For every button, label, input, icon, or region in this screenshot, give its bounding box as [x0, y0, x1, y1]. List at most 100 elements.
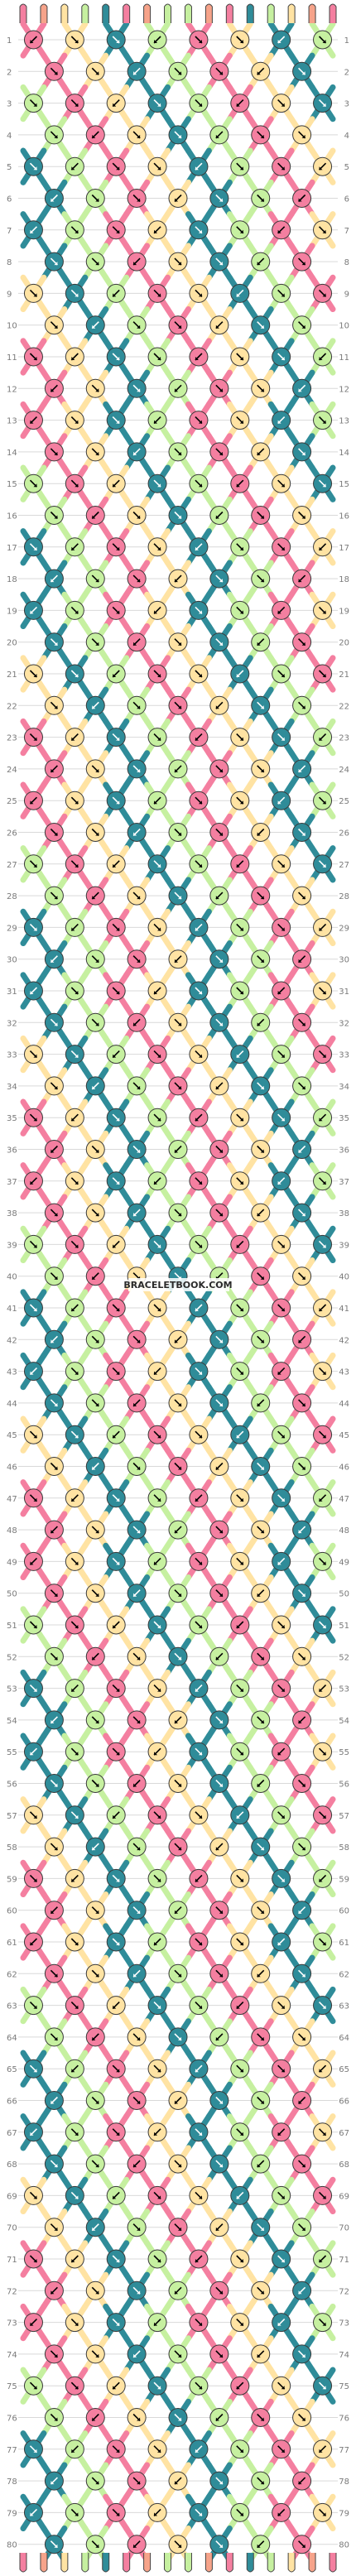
arrow-head-icon	[301, 451, 305, 455]
strand-end-icon	[225, 2553, 233, 2573]
arrow-head-icon	[75, 103, 79, 107]
arrow-head-icon	[281, 2069, 285, 2073]
arrow-head-icon	[157, 546, 161, 550]
row-number-left: 41	[7, 1305, 17, 1314]
arrow-head-icon	[260, 1847, 264, 1851]
arrow-head-icon	[30, 2322, 34, 2326]
arrow-head-icon	[239, 1371, 243, 1375]
arrow-head-icon	[236, 1814, 240, 1819]
arrow-head-icon	[198, 1244, 202, 1248]
arrow-head-icon	[257, 1213, 261, 1217]
row-number-right: 11	[339, 353, 349, 363]
arrow-head-icon	[116, 229, 120, 233]
row-number-right: 1	[344, 36, 349, 46]
arrow-head-icon	[198, 674, 202, 677]
row-number-right: 79	[339, 2509, 349, 2518]
row-number-left: 15	[7, 480, 17, 489]
row-number-left: 39	[7, 1241, 17, 1250]
arrow-head-icon	[54, 2164, 58, 2168]
arrow-head-icon	[75, 1180, 79, 1185]
arrow-head-icon	[137, 768, 141, 772]
arrow-head-icon	[137, 2290, 141, 2295]
row-number-left: 38	[7, 1209, 17, 1218]
arrow-head-icon	[298, 2290, 302, 2295]
arrow-head-icon	[260, 2290, 264, 2295]
arrow-head-icon	[239, 2449, 243, 2453]
arrow-head-icon	[133, 2164, 137, 2168]
arrow-head-icon	[71, 2449, 75, 2453]
arrow-head-icon	[198, 483, 202, 488]
arrow-head-icon	[116, 1308, 120, 1311]
arrow-head-icon	[137, 959, 141, 963]
arrow-head-icon	[277, 800, 281, 805]
arrow-head-icon	[75, 991, 79, 994]
arrow-head-icon	[175, 579, 178, 583]
row-number-right: 36	[339, 1146, 349, 1156]
arrow-head-icon	[298, 2481, 302, 2485]
row-number-left: 76	[7, 2415, 17, 2424]
arrow-head-icon	[75, 2386, 79, 2390]
arrow-head-icon	[71, 1688, 75, 1692]
arrow-head-icon	[322, 863, 326, 867]
row-number-left: 31	[7, 988, 17, 997]
strand-end-icon	[102, 3, 110, 23]
row-number-right: 13	[339, 417, 349, 426]
arrow-head-icon	[239, 357, 243, 360]
strand-end-icon	[184, 3, 192, 23]
arrow-head-icon	[178, 1593, 181, 1597]
arrow-head-icon	[301, 515, 305, 519]
strand-end-icon	[40, 3, 48, 23]
arrow-head-icon	[198, 2386, 202, 2390]
arrow-head-icon	[277, 1561, 281, 1565]
arrow-head-icon	[178, 642, 181, 646]
arrow-head-icon	[116, 737, 120, 741]
arrow-head-icon	[322, 610, 326, 614]
arrow-head-icon	[116, 2449, 120, 2453]
knot-grid	[23, 30, 333, 2554]
arrow-head-icon	[95, 642, 99, 646]
row-number-left: 2	[7, 68, 12, 77]
arrow-head-icon	[257, 1402, 261, 1406]
arrow-head-icon	[198, 610, 202, 614]
arrow-head-icon	[322, 103, 326, 107]
arrow-head-icon	[154, 2322, 158, 2326]
arrow-head-icon	[92, 2417, 96, 2421]
arrow-head-icon	[137, 388, 141, 392]
strand-end-icon	[81, 2553, 89, 2573]
row-number-left: 57	[7, 1812, 17, 1821]
arrow-head-icon	[95, 1402, 99, 1406]
arrow-head-icon	[154, 1180, 158, 1185]
arrow-head-icon	[95, 2544, 99, 2548]
strand-end-icon	[60, 3, 69, 23]
row-number-left: 22	[7, 702, 17, 711]
arrow-head-icon	[133, 832, 137, 836]
row-number-left: 44	[7, 1400, 17, 1409]
strand-end-icon	[308, 3, 316, 23]
arrow-head-icon	[219, 1339, 223, 1343]
arrow-head-icon	[239, 1942, 243, 1945]
arrow-head-icon	[322, 1054, 326, 1058]
row-number-left: 70	[7, 2224, 17, 2233]
arrow-head-icon	[30, 40, 34, 43]
arrow-head-icon	[54, 1656, 58, 1660]
arrow-head-icon	[239, 2322, 243, 2326]
row-number-left: 37	[7, 1178, 17, 1187]
arrow-head-icon	[322, 1814, 326, 1819]
arrow-head-icon	[137, 1656, 141, 1660]
row-number-right: 25	[339, 797, 349, 806]
arrow-head-icon	[319, 2449, 323, 2453]
strand-end-icon	[246, 2553, 254, 2573]
arrow-head-icon	[75, 1814, 79, 1819]
row-number-left: 19	[7, 607, 17, 616]
row-number-left: 18	[7, 575, 17, 584]
arrow-head-icon	[75, 2512, 79, 2516]
arrow-head-icon	[33, 1435, 37, 1439]
arrow-head-icon	[95, 579, 99, 583]
strand-end-icon	[164, 2553, 172, 2573]
arrow-head-icon	[281, 674, 285, 677]
arrow-head-icon	[301, 1593, 305, 1597]
arrow-head-icon	[319, 927, 323, 931]
arrow-head-icon	[54, 2544, 58, 2548]
row-number-right: 61	[339, 1939, 349, 1948]
row-number-right: 40	[339, 1273, 349, 1282]
